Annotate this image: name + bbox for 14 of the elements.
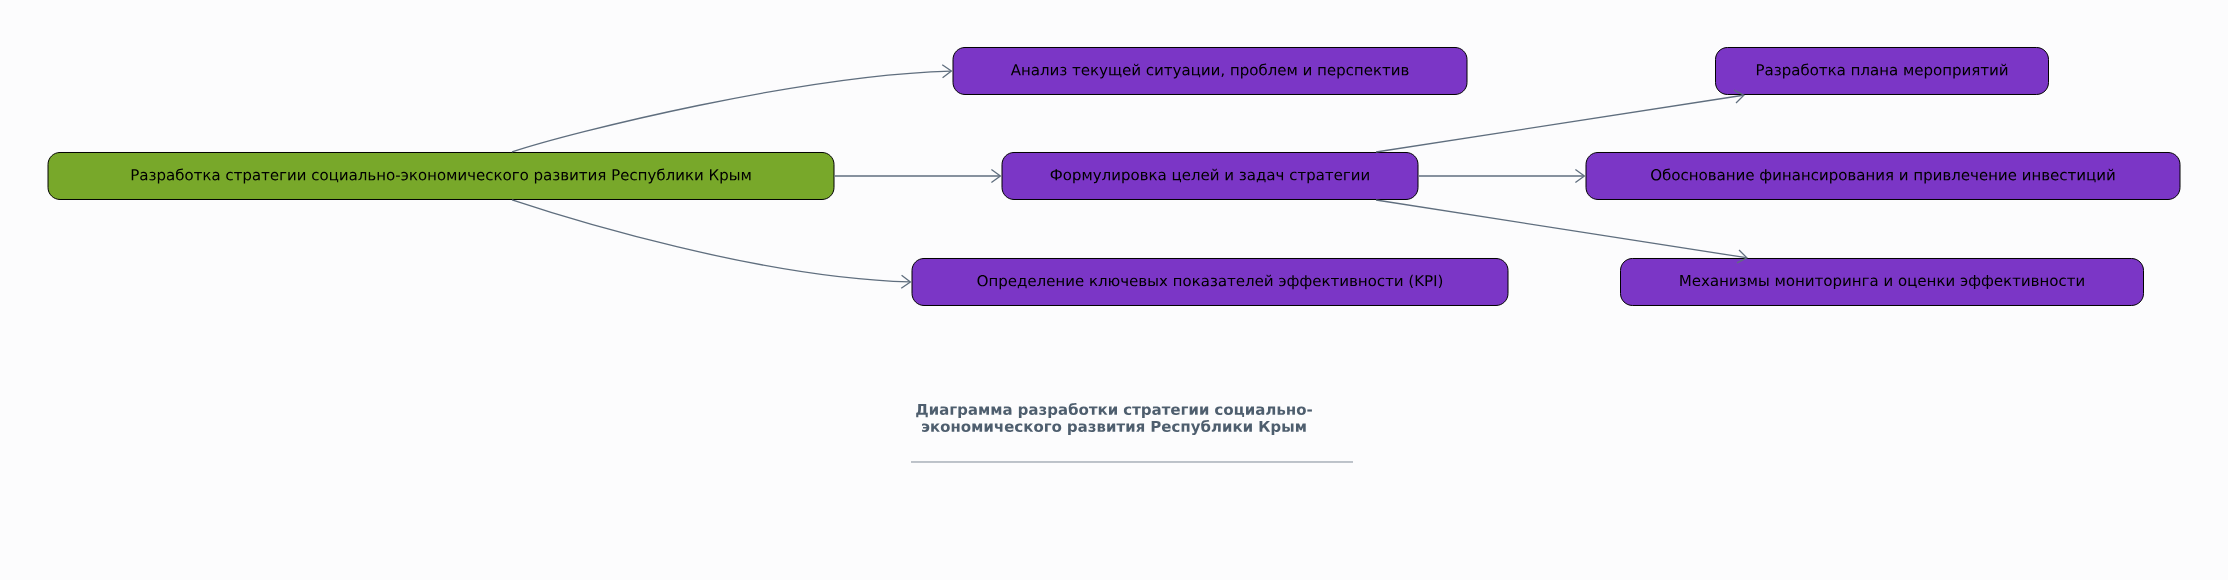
arrow bbox=[833, 168, 1002, 184]
process-box: Определение ключевых показателей эффективности (KPI) bbox=[911, 258, 1509, 306]
arrow bbox=[1417, 168, 1586, 184]
process-box: Разработка плана мероприятий bbox=[1715, 47, 2049, 95]
process-box: Обоснование финансирования и привлечение инвестиций bbox=[1585, 152, 2181, 200]
diagram-title: Диаграмма разработки стратегии социально-экономического развития Республики Крым bbox=[916, 402, 1312, 436]
process-box: Разработка стратегии социально-экономического развития Республики Крым bbox=[47, 152, 835, 200]
arrow bbox=[511, 64, 953, 153]
arrow bbox=[511, 199, 912, 289]
arrow bbox=[1375, 199, 1748, 264]
arrow bbox=[1375, 89, 1745, 153]
process-box: Формулировка целей и задач стратегии bbox=[1001, 152, 1419, 200]
process-box: Анализ текущей ситуации, проблем и перспектив bbox=[952, 47, 1468, 95]
process-box: Механизмы мониторинга и оценки эффективности bbox=[1620, 258, 2144, 306]
